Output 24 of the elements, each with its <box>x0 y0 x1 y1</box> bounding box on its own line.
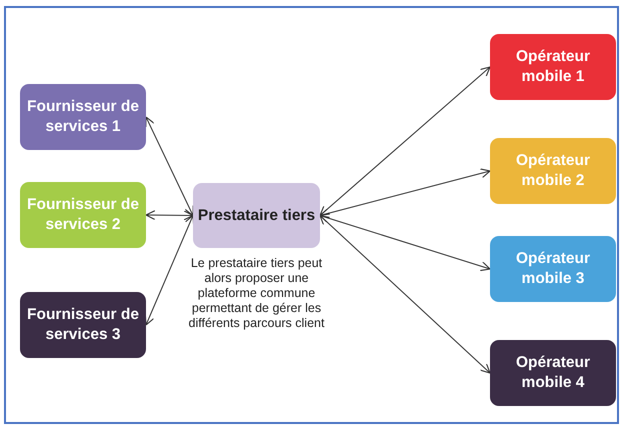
process-box <box>490 236 616 302</box>
arrow <box>144 214 194 326</box>
box-label: Fournisseur de services 3 <box>26 305 140 345</box>
process-box <box>490 340 616 406</box>
box-label: Opérateur mobile 4 <box>514 353 592 393</box>
process-box <box>20 292 146 358</box>
description-text: Le prestataire tiers peut alors proposer une plateforme commune permettant de gérer les différents parcours client <box>188 256 326 331</box>
box-label: Opérateur mobile 2 <box>514 151 592 191</box>
box-label: Fournisseur de services 1 <box>26 97 140 137</box>
arrow <box>319 66 491 216</box>
process-box <box>490 34 616 100</box>
box-label: Opérateur mobile 1 <box>514 47 592 87</box>
arrow <box>319 214 491 374</box>
box-label: Opérateur mobile 3 <box>514 249 592 289</box>
box-label: Fournisseur de services 2 <box>26 195 140 235</box>
process-box <box>20 182 146 248</box>
process-box <box>490 138 616 204</box>
arrow <box>145 116 194 216</box>
arrow <box>319 168 491 218</box>
box-label: Prestataire tiers <box>198 206 316 226</box>
arrow <box>319 213 491 272</box>
arrow <box>145 210 194 220</box>
process-box <box>193 183 320 248</box>
process-box <box>20 84 146 150</box>
